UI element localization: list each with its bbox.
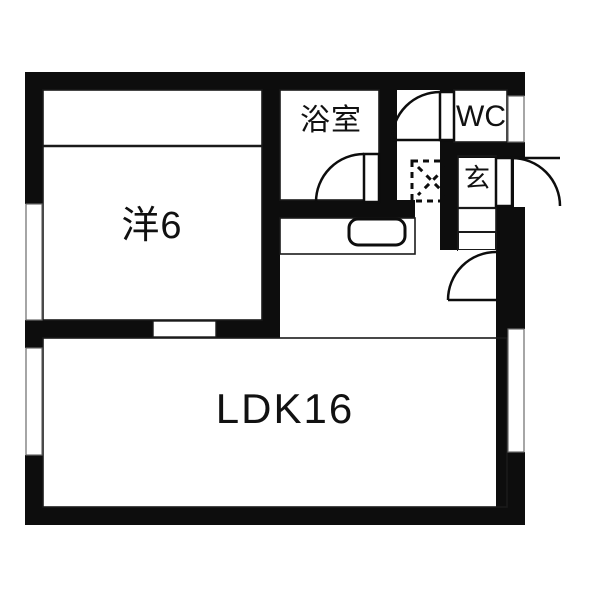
door-genkan-right (494, 156, 562, 208)
door-genkan-leaf (494, 156, 514, 208)
interior-wall-bath-east (379, 90, 397, 202)
room-label-wc: WC (456, 100, 506, 133)
window-left-lower (25, 347, 43, 456)
interior-wall-bath-south (280, 200, 415, 218)
exterior-wall-bottom (25, 507, 525, 525)
bathroom-outline (279, 89, 380, 201)
kitchen-sink-basin (347, 217, 407, 247)
door-wc-leaf (438, 90, 456, 142)
room-label-bath: 浴室 (300, 104, 362, 137)
interior-wall-room6-south-left (25, 320, 153, 338)
kitchen-counter-outline (279, 217, 416, 255)
window-right-ldk (507, 328, 525, 453)
door-wc-swing-arc (390, 90, 441, 141)
washer-dashed-box (410, 159, 454, 203)
exterior-wall-right-upper (507, 72, 525, 96)
room-label-room6: 洋6 (121, 205, 182, 247)
ldk-outline (42, 337, 508, 508)
door-wc (390, 90, 456, 142)
washing-machine-space-icon (410, 159, 454, 203)
interior-wall-wc-south (440, 142, 525, 158)
window-left-upper (25, 203, 43, 321)
door-hall-swing-arc (446, 250, 497, 301)
room-label-genkan: 玄 (464, 163, 490, 193)
interior-wall-room6-east (262, 72, 280, 330)
sliding-door-room6 (152, 320, 217, 338)
exterior-wall-left-upper (25, 72, 43, 204)
room6-outline (42, 89, 263, 321)
room-label-ldk: LDK16 (216, 385, 354, 432)
interior-wall-room6-south-right (216, 320, 280, 338)
window-wc-right (507, 95, 525, 143)
door-hall-south (446, 250, 497, 302)
walls-group (25, 72, 562, 525)
door-bath-leaf (362, 152, 381, 204)
door-bath-swing-arc (314, 152, 365, 203)
entry-step-strip (457, 231, 497, 251)
door-bath (314, 152, 381, 204)
